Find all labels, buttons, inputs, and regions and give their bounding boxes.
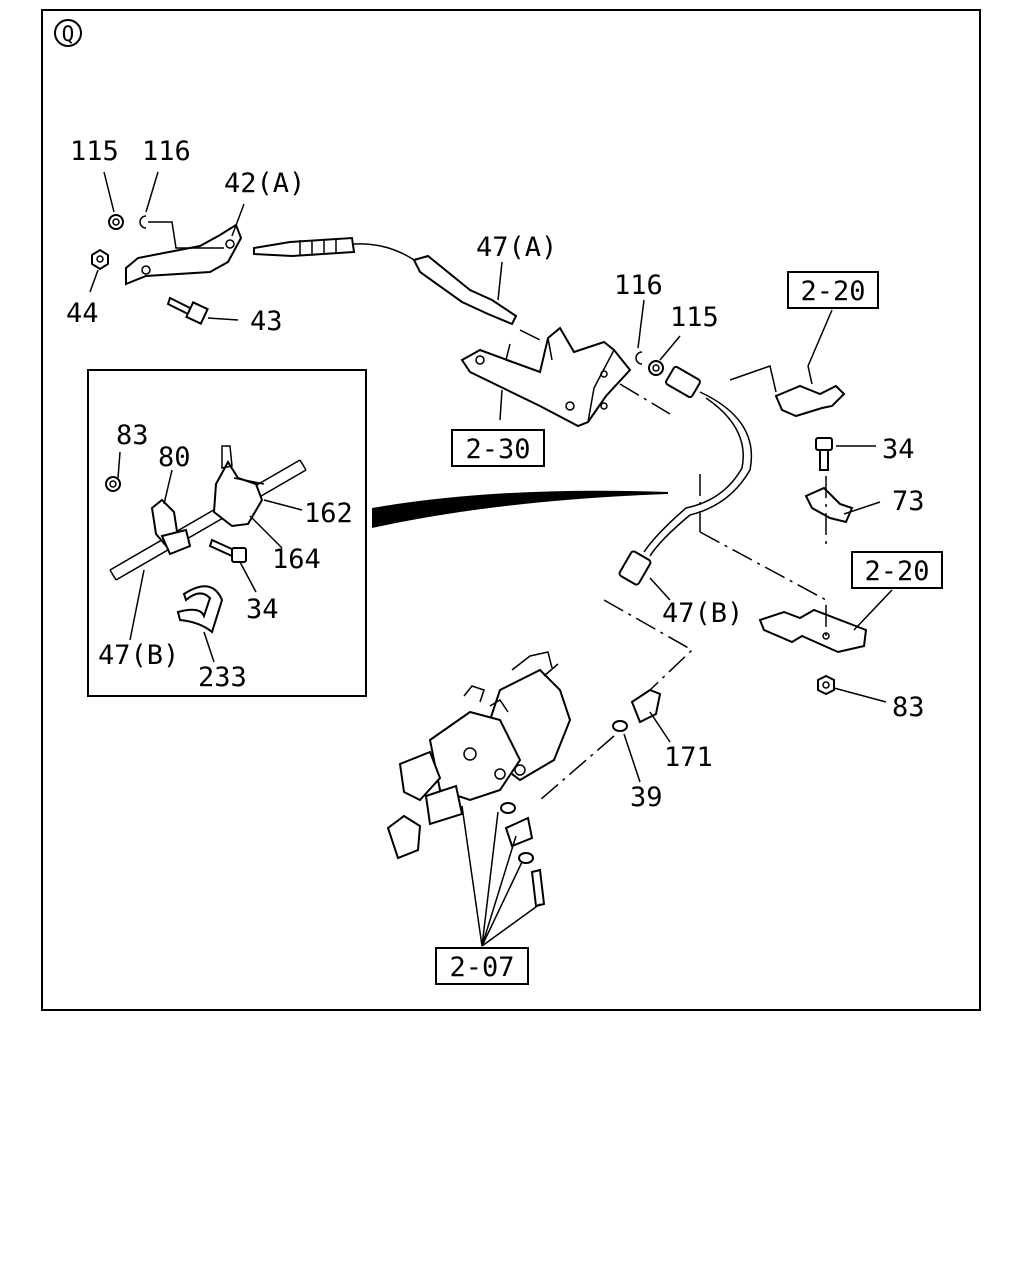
- inset-label-164: 164: [272, 544, 321, 575]
- bolt-43: [166, 296, 209, 325]
- guide-39: [539, 735, 615, 801]
- label-44: 44: [66, 298, 99, 329]
- valve-cylinder-assembly: [386, 651, 572, 860]
- cable-47a: [253, 236, 518, 326]
- inset-label-80: 80: [158, 442, 191, 473]
- label-115-top: 115: [70, 136, 119, 167]
- leader-2-07: [461, 805, 541, 947]
- label-34-right: 34: [882, 434, 915, 465]
- nut-115-mid: [648, 360, 664, 376]
- guide-2-30: [519, 329, 541, 341]
- svg-text:2-20: 2-20: [864, 556, 929, 587]
- plate-2-20: [758, 608, 868, 654]
- inset-clamp-80: [150, 498, 192, 556]
- nut-115-top: [108, 214, 124, 230]
- label-116-top: 116: [142, 136, 191, 167]
- ref-2-07: 2-07: [435, 947, 529, 985]
- inset-label-162: 162: [304, 498, 353, 529]
- inset-clamp-162: [212, 445, 265, 528]
- tee-fitting-2-20: [729, 365, 846, 418]
- bracket-42a: [125, 223, 243, 286]
- cable-link: [148, 221, 224, 249]
- guide-171: [603, 599, 694, 691]
- guide-plate: [699, 531, 827, 640]
- label-115-mid: 115: [670, 302, 719, 333]
- label-116-mid: 116: [614, 270, 663, 301]
- label-171: 171: [664, 742, 713, 773]
- inset-band-233: [176, 585, 224, 634]
- diagram-frame: [41, 9, 981, 1011]
- nut-83-right: [817, 674, 835, 696]
- label-47a: 47(A): [476, 232, 557, 263]
- inset-label-34: 34: [246, 594, 279, 625]
- label-47b-main: 47(B): [662, 598, 743, 629]
- label-39: 39: [630, 782, 663, 813]
- inset-nut-83: [105, 476, 121, 492]
- tube-47b: [618, 365, 753, 586]
- view-marker: Q: [54, 19, 82, 47]
- bracket-2-30: [460, 326, 632, 428]
- clip-116-mid: [635, 351, 643, 365]
- clip-73: [804, 486, 854, 524]
- label-83-right: 83: [892, 692, 925, 723]
- inset-label-233: 233: [198, 662, 247, 693]
- leader-lines: [89, 171, 893, 783]
- svg-text:2-20: 2-20: [800, 276, 865, 307]
- ref-2-20-mid: 2-20: [851, 551, 943, 589]
- view-marker-letter: Q: [62, 22, 75, 46]
- bolt-34: [815, 437, 833, 471]
- inset-label-83: 83: [116, 420, 149, 451]
- ref-2-30: 2-30: [451, 429, 545, 467]
- inset-label-47b: 47(B): [98, 640, 179, 671]
- mount-bushing: [500, 802, 546, 908]
- label-42a: 42(A): [224, 168, 305, 199]
- inset-frame: [87, 369, 367, 697]
- svg-text:2-07: 2-07: [449, 952, 514, 983]
- clip-116-top: [139, 215, 147, 229]
- svg-text:2-30: 2-30: [465, 434, 530, 465]
- inset-tube-47b: [109, 459, 307, 581]
- label-43: 43: [250, 306, 283, 337]
- ref-2-20-top: 2-20: [787, 271, 879, 309]
- connector-171: [630, 688, 662, 724]
- inset-bolt-34: [208, 538, 247, 563]
- detail-pointer: [372, 490, 668, 528]
- nut-44: [91, 248, 109, 271]
- washer-39: [612, 720, 628, 732]
- guide-bracket-tube: [619, 383, 671, 415]
- label-73: 73: [892, 486, 925, 517]
